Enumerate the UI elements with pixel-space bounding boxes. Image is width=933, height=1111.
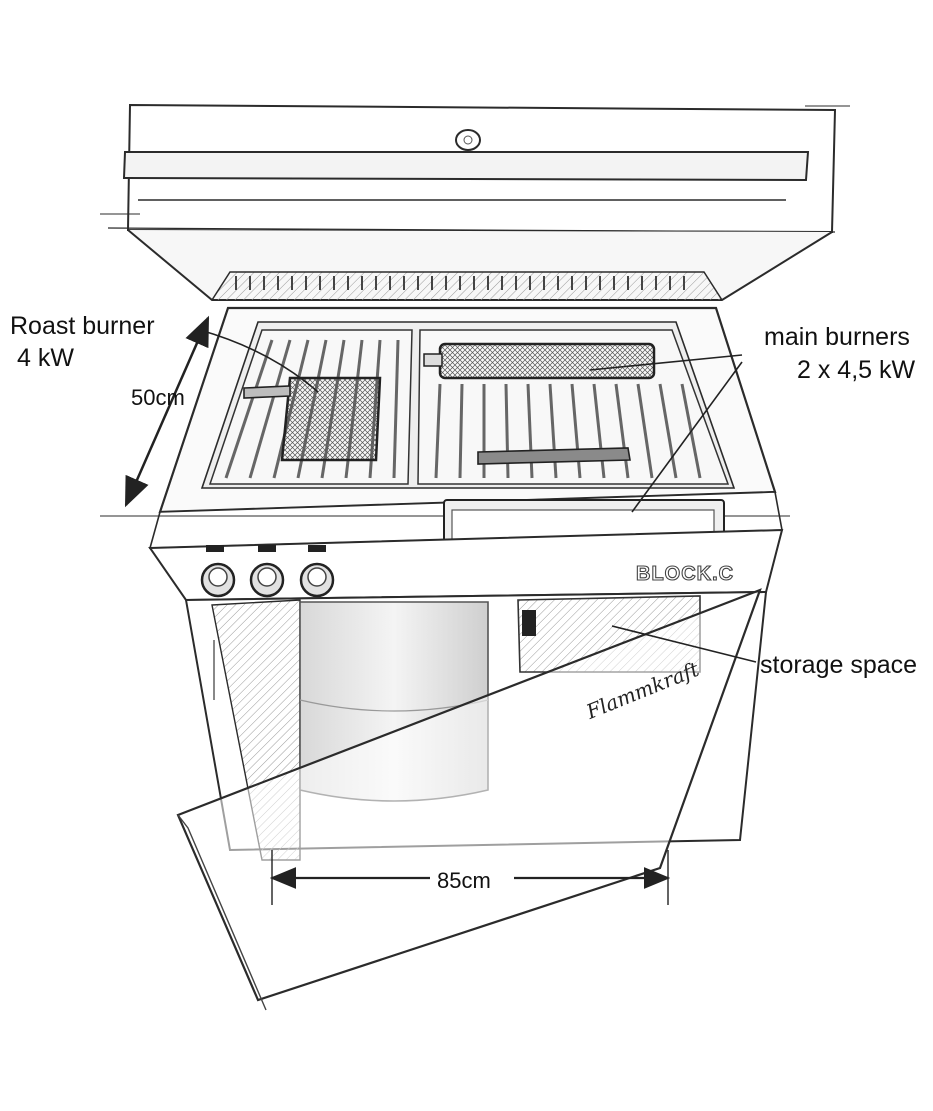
main-burner-top — [423, 342, 656, 380]
roast-burner-label: Roast burner — [10, 312, 155, 340]
depth-dimension-label: 50cm — [131, 385, 185, 410]
knob-indicators — [206, 545, 326, 552]
main-burners-label: main burners — [764, 323, 910, 351]
storage-space-label: storage space — [760, 651, 918, 679]
roast-leader-line — [199, 329, 319, 393]
lid-vent-slots — [235, 276, 685, 290]
burner-knob-3-icon — [299, 562, 335, 598]
main-burners-power: 2 x 4,5 kW — [797, 356, 916, 384]
roast-burner-basket — [243, 376, 382, 462]
burner-knob-1-icon — [200, 562, 236, 598]
main-burner-bottom — [477, 447, 631, 465]
depth-dimension-arrow — [124, 315, 210, 508]
main-leader-line-2 — [631, 361, 743, 513]
thermometer-icon — [455, 129, 481, 151]
main-leader-line-1 — [589, 354, 743, 371]
roast-burner-power: 4 kW — [17, 344, 74, 372]
burner-knob-2-icon — [249, 562, 285, 598]
storage-leader-line — [611, 625, 757, 663]
brand-logo: BLOCK.C — [636, 563, 734, 585]
width-dimension-label: 85cm — [437, 868, 491, 893]
